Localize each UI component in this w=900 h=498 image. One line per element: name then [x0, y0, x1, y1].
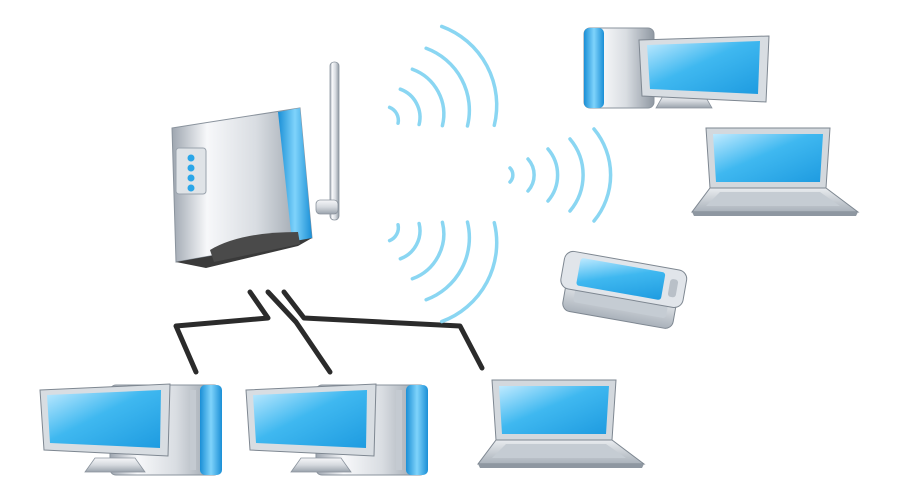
cable-left: [173, 289, 271, 375]
smartphone-icon: [560, 250, 688, 329]
cable-right: [281, 289, 485, 371]
wired-desktop-computer-icon-1: [39, 383, 223, 476]
wireless-laptop-icon: [691, 127, 859, 217]
wired-cables: [173, 289, 485, 375]
cable-middle: [265, 289, 333, 375]
wired-laptop-icon: [477, 379, 645, 469]
signal-beam-bottom: [387, 220, 499, 324]
wired-desktop-computer-icon-2: [245, 383, 429, 476]
signal-beam-middle: [508, 127, 613, 223]
signal-beam-top: [387, 24, 499, 128]
wireless-desktop-computer-icon: [583, 27, 770, 109]
wifi-signal-icon: [387, 24, 613, 324]
router-icon: [171, 61, 340, 268]
